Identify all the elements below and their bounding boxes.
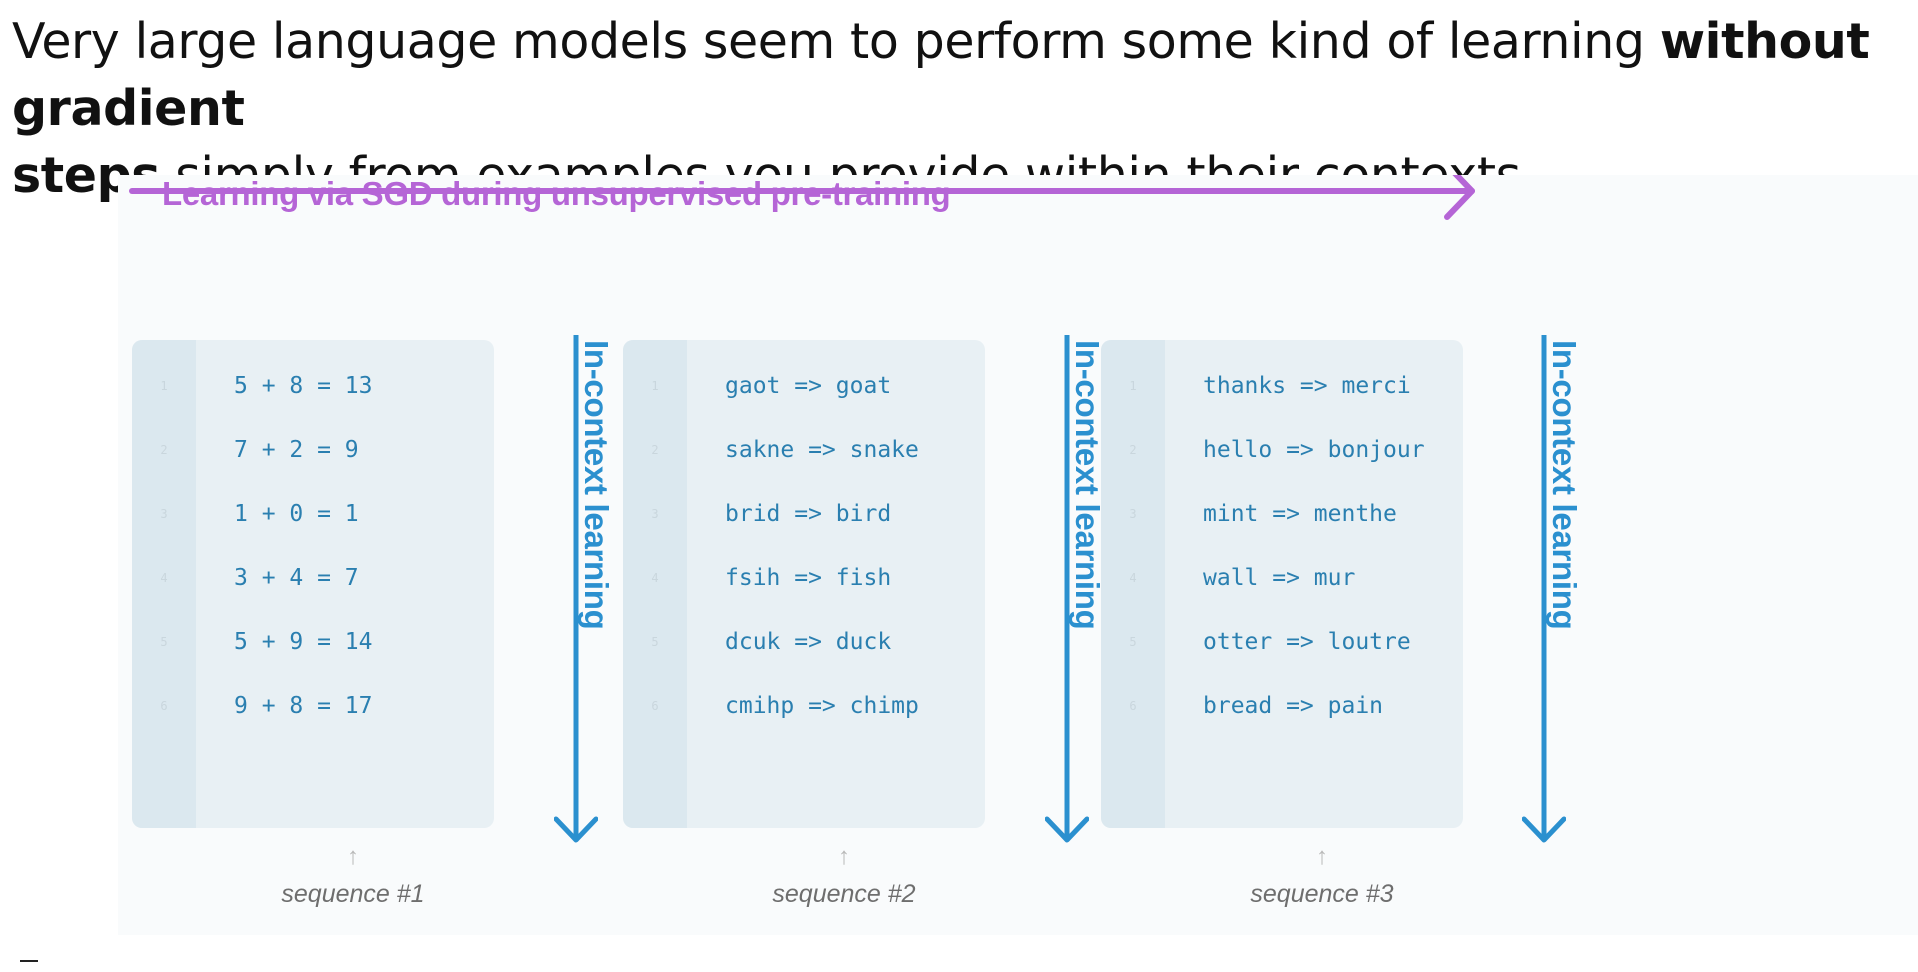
caption-pre: Very large language models seem to perfo… [12,13,1660,70]
up-arrow-icon: ↑ [838,843,850,870]
line-number: 4 [1129,571,1137,585]
example-text: wall => mur [1203,565,1356,591]
list-item: 5 dcuk => duck [623,622,985,662]
list-item: 1 gaot => goat [623,366,985,406]
list-item: 4 fsih => fish [623,558,985,598]
example-text: 5 + 8 = 13 [234,373,373,399]
list-item: 3 brid => bird [623,494,985,534]
list-item: 2 7 + 2 = 9 [132,430,494,470]
line-number: 3 [160,507,168,521]
in-context-arrow-icon [554,335,598,843]
caption-bold-1: without gradient [12,13,1870,137]
list-item: 1 5 + 8 = 13 [132,366,494,406]
example-text: dcuk => duck [725,629,892,655]
line-number: 3 [651,507,659,521]
list-item: 2 hello => bonjour [1101,430,1463,470]
line-number: 6 [160,699,168,713]
sequence-label: sequence #2 [772,880,916,908]
example-text: gaot => goat [725,373,892,399]
line-number: 1 [1129,379,1137,393]
example-text: cmihp => chimp [725,693,919,719]
line-number: 5 [1129,635,1137,649]
sgd-label: Learning via SGD during unsupervised pre… [162,175,951,212]
list-item: 5 5 + 9 = 14 [132,622,494,662]
list-item: 5 otter => loutre [1101,622,1463,662]
in-context-arrow-icon [1522,335,1566,843]
example-text: 9 + 8 = 17 [234,693,373,719]
example-text: 1 + 0 = 1 [234,501,359,527]
line-number: 6 [651,699,659,713]
line-number: 1 [160,379,168,393]
sequence-label: sequence #3 [1250,880,1394,908]
slide-bullet-stub [20,960,38,972]
line-number: 2 [651,443,659,457]
line-number: 2 [160,443,168,457]
list-item: 3 mint => menthe [1101,494,1463,534]
up-arrow-icon: ↑ [1316,843,1328,870]
example-text: mint => menthe [1203,501,1397,527]
list-item: 6 bread => pain [1101,686,1463,726]
up-arrow-icon: ↑ [347,843,359,870]
example-text: fsih => fish [725,565,892,591]
example-text: sakne => snake [725,437,919,463]
list-item: 2 sakne => snake [623,430,985,470]
in-context-learning-diagram: Learning via SGD during unsupervised pre… [118,175,1918,935]
line-number: 5 [160,635,168,649]
list-item: 6 cmihp => chimp [623,686,985,726]
sequence-label: sequence #1 [281,880,425,908]
in-context-label: In-context learning [578,340,615,630]
line-number: 1 [651,379,659,393]
line-number: 5 [651,635,659,649]
list-item: 6 9 + 8 = 17 [132,686,494,726]
list-item: 4 wall => mur [1101,558,1463,598]
line-number: 6 [1129,699,1137,713]
example-text: thanks => merci [1203,373,1411,399]
line-number: 4 [160,571,168,585]
line-number-gutter [623,340,687,828]
sequence-panel-3: 1 thanks => merci 2 hello => bonjour 3 mint… [1101,340,1463,828]
line-number-gutter [1101,340,1165,828]
list-item: 3 1 + 0 = 1 [132,494,494,534]
line-number: 3 [1129,507,1137,521]
line-number: 4 [651,571,659,585]
example-text: 3 + 4 = 7 [234,565,359,591]
example-text: brid => bird [725,501,892,527]
example-text: hello => bonjour [1203,437,1425,463]
in-context-label: In-context learning [1069,340,1106,630]
line-number-gutter [132,340,196,828]
example-text: 5 + 9 = 14 [234,629,373,655]
in-context-arrow-icon [1045,335,1089,843]
sgd-arrow-icon [129,175,1475,220]
list-item: 4 3 + 4 = 7 [132,558,494,598]
sequence-panel-1: 1 5 + 8 = 13 2 7 + 2 = 9 3 1 + 0 = 1 4 3 + 4… [132,340,494,828]
example-text: otter => loutre [1203,629,1411,655]
in-context-label: In-context learning [1546,340,1583,630]
list-item: 1 thanks => merci [1101,366,1463,406]
example-text: 7 + 2 = 9 [234,437,359,463]
example-text: bread => pain [1203,693,1384,719]
sequence-panel-2: 1 gaot => goat 2 sakne => snake 3 brid => b… [623,340,985,828]
line-number: 2 [1129,443,1137,457]
